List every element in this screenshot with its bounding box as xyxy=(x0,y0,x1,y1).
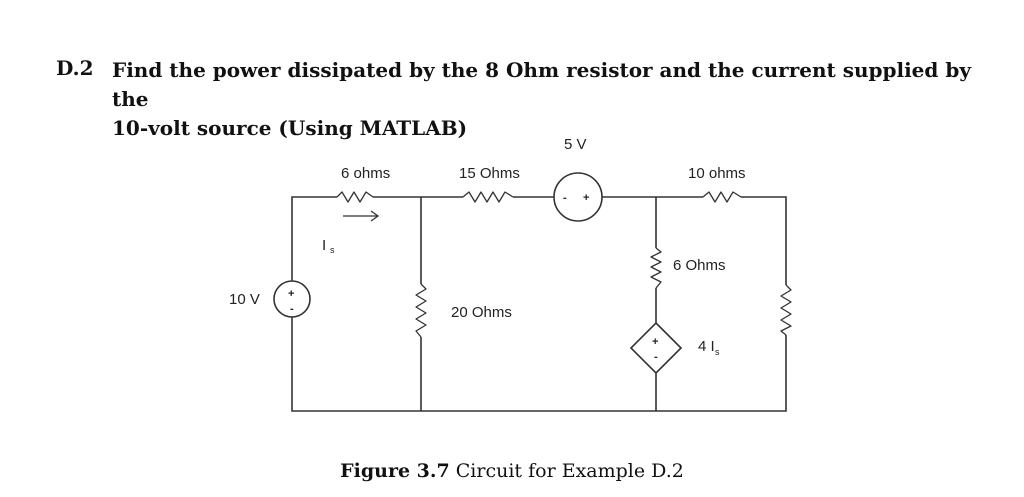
problem-line-2: 10-volt source (Using MATLAB) xyxy=(112,116,468,140)
problem-line-1: Find the power dissipated by the 8 Ohm r… xyxy=(112,58,971,111)
source-10v-plus: + xyxy=(288,288,294,300)
source-5v-plus: + xyxy=(583,192,589,204)
source-5v-label: 5 V xyxy=(564,136,587,153)
current-arrow-is xyxy=(343,210,380,222)
caption-text: Circuit for Example D.2 xyxy=(449,460,684,482)
problem-text: Find the power dissipated by the 8 Ohm r… xyxy=(112,56,1012,143)
source-10v-label: 10 V xyxy=(229,291,260,308)
wires xyxy=(291,196,787,412)
dep-source-plus: + xyxy=(652,336,658,348)
figure-caption: Figure 3.7 Circuit for Example D.2 xyxy=(0,460,1024,482)
source-5v-minus: - xyxy=(563,192,567,204)
is-label-subscript: s xyxy=(330,245,335,255)
resistor-20-ohms-label: 20 Ohms xyxy=(451,304,512,321)
voltage-source-5v xyxy=(553,172,603,222)
resistor-6-ohms-label: 6 ohms xyxy=(341,165,390,182)
is-label: I xyxy=(322,237,326,254)
resistor-6-ohms-vertical-label: 6 Ohms xyxy=(673,257,726,274)
dependent-source xyxy=(629,321,683,375)
resistor-6-ohms-vertical xyxy=(650,247,662,289)
source-10v-minus: - xyxy=(290,303,294,315)
resistor-10-ohms xyxy=(702,191,742,203)
resistor-10-ohms-label: 10 ohms xyxy=(688,165,746,182)
resistor-8-ohm xyxy=(780,284,792,336)
dep-source-minus: - xyxy=(654,351,658,363)
dep-source-label-subscript: s xyxy=(715,347,720,357)
resistor-15-ohms-label: 15 Ohms xyxy=(459,165,520,182)
resistor-15-ohms xyxy=(462,191,514,203)
dep-source-label: 4 I xyxy=(698,338,715,355)
resistor-6-ohms xyxy=(336,191,374,203)
caption-figure-number: Figure 3.7 xyxy=(340,460,450,482)
resistor-20-ohms xyxy=(415,283,427,338)
voltage-source-10v xyxy=(273,280,311,318)
problem-number: D.2 xyxy=(56,56,94,80)
